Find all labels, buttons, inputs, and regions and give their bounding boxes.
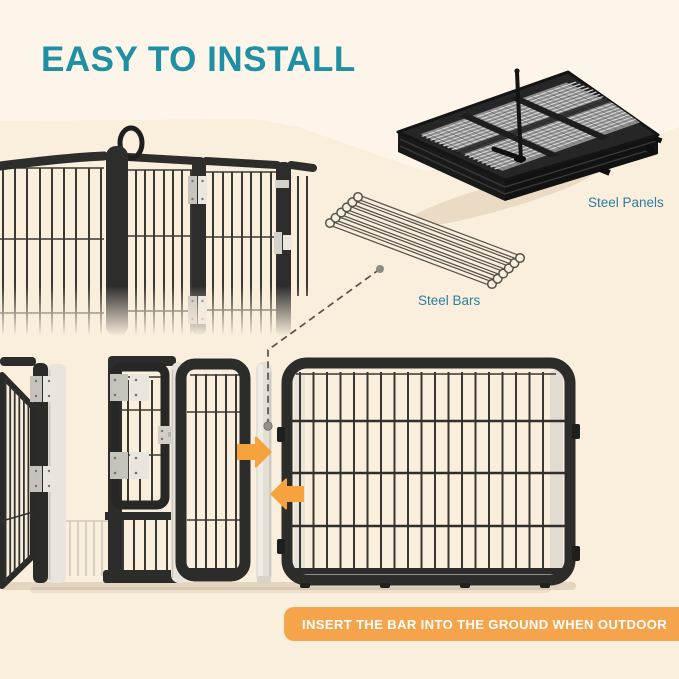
arrow-left-icon — [270, 478, 304, 510]
right-panel — [277, 357, 580, 588]
instruction-banner: INSERT THE BAR INTO THE GROUND WHEN OUTD… — [284, 607, 679, 641]
bars-panel — [175, 358, 251, 582]
gate-panel — [103, 356, 184, 583]
hinge — [188, 176, 207, 204]
instruction-banner-text: INSERT THE BAR INTO THE GROUND WHEN OUTD… — [302, 616, 668, 632]
steel-panels-label: Steel Panels — [588, 195, 664, 210]
ground-stake — [491, 68, 526, 163]
steel-bars-label: Steel Bars — [418, 293, 481, 308]
bottom-fence-illustration — [0, 356, 580, 593]
top-fence-illustration — [0, 125, 317, 336]
page-title: EASY TO INSTALL — [41, 40, 356, 79]
steel-bar-dot — [376, 265, 384, 273]
hinge — [30, 466, 55, 492]
folded-panels-illustration — [396, 68, 663, 228]
hinge — [110, 452, 149, 479]
open-door — [0, 372, 36, 589]
hinge — [188, 296, 207, 324]
steel-bars-illustration — [324, 191, 526, 290]
connector-arrows — [237, 436, 304, 510]
carry-loop — [117, 125, 145, 161]
hinge — [30, 376, 55, 402]
insert-point-dot — [263, 421, 273, 431]
inserted-ground-bar — [256, 362, 272, 584]
arrow-right-icon — [237, 436, 272, 468]
callout-leader-lines — [263, 265, 384, 431]
hinge — [110, 374, 149, 401]
latch — [274, 180, 292, 254]
